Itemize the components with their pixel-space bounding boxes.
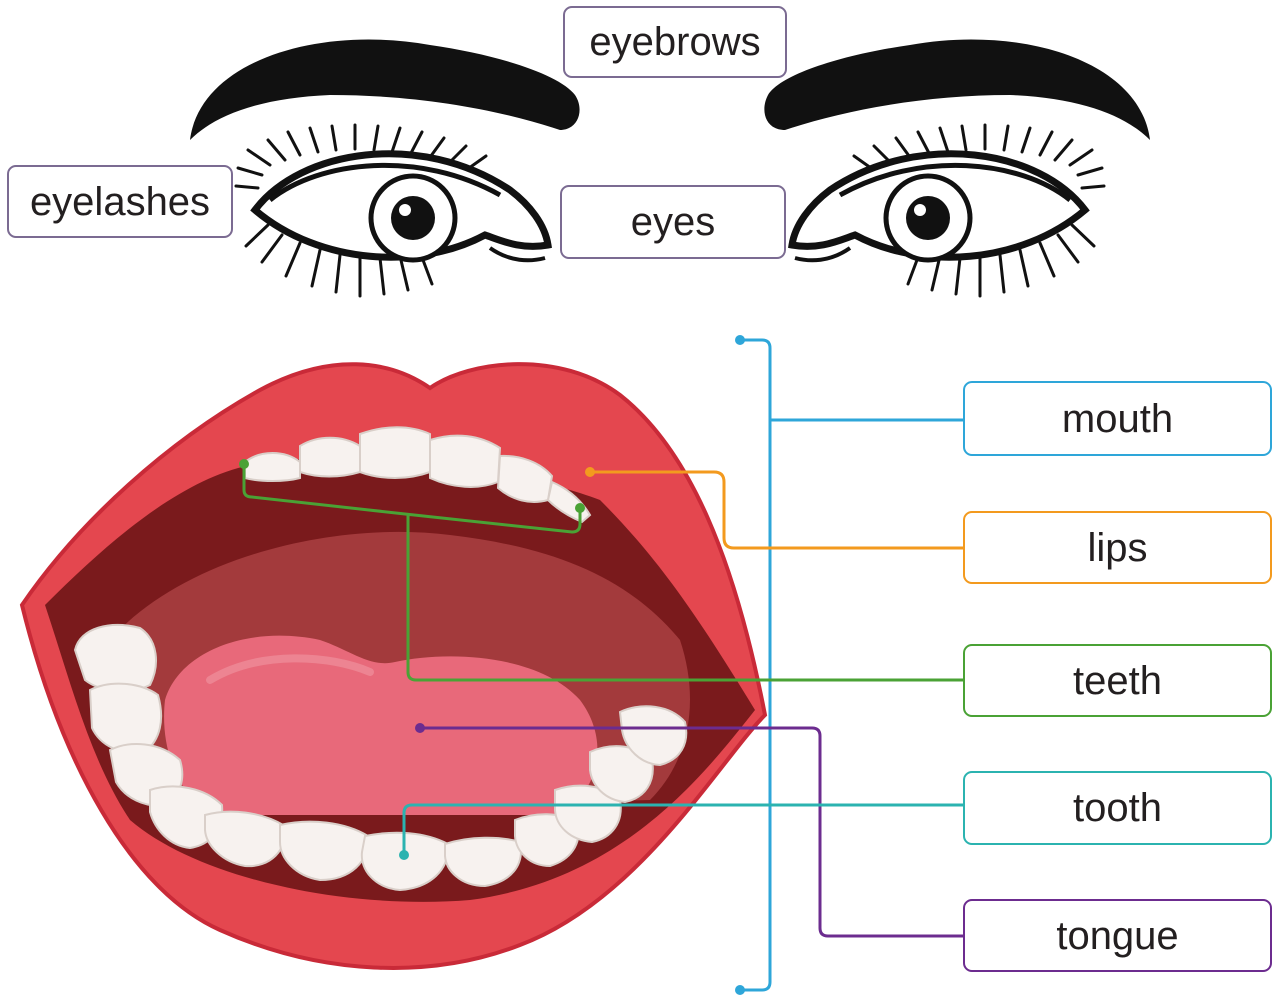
eyebrows-label: eyebrows (563, 6, 787, 78)
left-eyebrow (190, 39, 580, 140)
left-eye-illustration (236, 125, 548, 296)
tongue-label: tongue (963, 899, 1272, 972)
teeth-label: teeth (963, 644, 1272, 717)
tooth-label: tooth (963, 771, 1272, 845)
mouth-label: mouth (963, 381, 1272, 456)
eyelashes-label: eyelashes (7, 165, 233, 238)
mouth-illustration (22, 364, 765, 968)
lips-label: lips (963, 511, 1272, 584)
right-eyebrow (764, 39, 1150, 140)
right-eye-illustration (792, 125, 1104, 296)
eyes-label: eyes (560, 185, 786, 259)
